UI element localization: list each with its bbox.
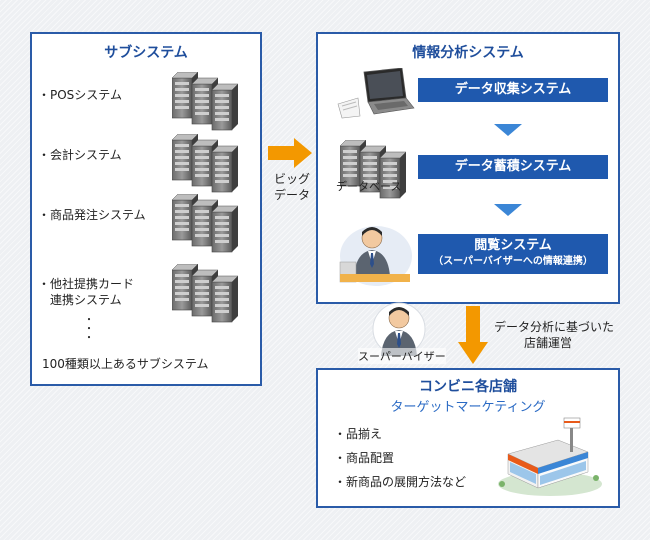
accounting-system-item: ・会計システム [38, 148, 122, 162]
subsystem-count-footer: 100種類以上あるサブシステム [42, 357, 209, 371]
data-storage-box: データ蓄積システム [418, 155, 608, 179]
database-label: データベース [336, 180, 402, 193]
ellipsis-dots: ・ ・ ・ [84, 315, 94, 344]
store-item-assortment: ・品揃え [334, 427, 383, 441]
pos-system-item: ・POSシステム [38, 88, 122, 102]
partner-card-item-line1: ・他社提携カード [38, 277, 135, 291]
browsing-system-box: 閲覧システム （スーパーバイザーへの情報連携） [418, 234, 608, 274]
supervisor-note-line2: 店舗運営 [524, 336, 573, 350]
down-arrow-orange-icon [458, 306, 488, 364]
supervisor-note-line1: データ分析に基づいた [494, 320, 615, 334]
store-title: コンビニ各店舗 [419, 379, 517, 395]
laptop-icon [337, 68, 415, 119]
server-rack-icon [172, 194, 239, 253]
analyst-person-icon [339, 226, 412, 286]
server-rack-icon [172, 264, 239, 323]
convenience-store-icon [498, 417, 602, 496]
database-server-icon [340, 140, 407, 199]
ordering-system-item: ・商品発注システム [38, 208, 146, 222]
subsystems-panel: サブシステム ・POSシステム ・会計システム ・商品発注システム ・他社提携カ… [30, 32, 262, 386]
browsing-system-title: 閲覧システム [474, 238, 552, 253]
store-subtitle: ターゲットマーケティング [390, 400, 546, 415]
supervisor-label: スーパーバイザー [358, 348, 446, 364]
server-rack-icon [172, 134, 239, 193]
store-item-new-products: ・新商品の展開方法など [334, 475, 467, 489]
store-item-placement: ・商品配置 [334, 451, 395, 465]
analysis-panel: 情報分析システム データ収集システム データベース データ蓄積システム 閲覧シス… [316, 32, 620, 304]
server-rack-icon [172, 72, 239, 131]
subsystems-title: サブシステム [104, 45, 188, 61]
bigdata-label-line1: ビッグ [274, 172, 311, 186]
down-arrow-icon [494, 124, 522, 136]
down-arrow-icon [494, 204, 522, 216]
bigdata-label-line2: データ [274, 188, 311, 202]
analysis-title: 情報分析システム [412, 45, 524, 61]
store-panel: コンビニ各店舗 ターゲットマーケティング ・品揃え ・商品配置 ・新商品の展開方… [316, 368, 620, 508]
data-collection-box: データ収集システム [418, 78, 608, 102]
browsing-system-subtitle: （スーパーバイザーへの情報連携） [433, 256, 593, 267]
right-arrow-icon [268, 138, 312, 168]
partner-card-item-line2: 連携システム [38, 293, 122, 307]
